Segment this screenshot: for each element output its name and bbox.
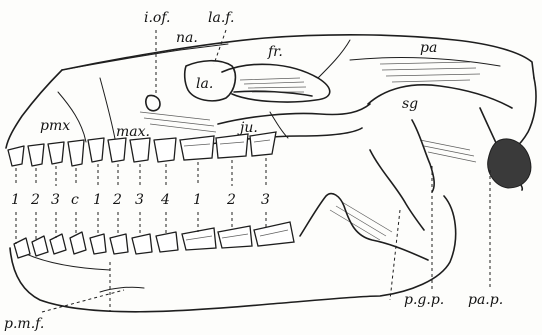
mental-foramen — [100, 287, 144, 292]
upper-incisor-1 — [8, 146, 24, 166]
squamosal — [368, 85, 512, 108]
label-post-glenoid-process: p.g.p. — [404, 292, 444, 308]
tooth-number-incisor-2: 2 — [30, 192, 40, 208]
lower-molar-2 — [218, 226, 252, 248]
dorsal-profile — [62, 35, 534, 78]
snout-front — [6, 70, 62, 148]
tooth-number-premolar-4: 4 — [160, 192, 170, 208]
lower-premolar-4 — [156, 232, 178, 252]
label-premaxilla: pmx — [40, 118, 70, 134]
tooth-number-premolar-3: 3 — [135, 192, 144, 208]
tooth-number-incisor-1: 1 — [11, 192, 20, 208]
upper-molar-1 — [180, 136, 214, 160]
premaxilla-suture-2 — [100, 78, 116, 144]
label-nasal: na. — [176, 30, 198, 46]
coronoid-process — [370, 150, 424, 230]
tooth-number-molar-1: 1 — [193, 192, 202, 208]
lower-incisor-1 — [14, 238, 30, 258]
tooth-number-premolar-1: 1 — [93, 192, 102, 208]
label-posterior-mental-foramen: p.m.f. — [4, 316, 44, 332]
lower-premolar-3 — [132, 234, 152, 254]
tooth-number-premolar-2: 2 — [112, 192, 122, 208]
label-jugal: ju. — [237, 120, 258, 136]
infraorbital-foramen — [146, 95, 160, 110]
upper-canine — [68, 140, 84, 166]
label-infraorbital-foramen: i.of. — [144, 10, 171, 26]
parietal-crest — [350, 58, 500, 66]
guide-lines — [16, 30, 490, 312]
upper-premolar-2 — [108, 138, 126, 162]
upper-premolar-1 — [88, 138, 104, 162]
label-lacrimal: la. — [196, 76, 213, 92]
upper-incisor-3 — [48, 142, 64, 164]
frontal-suture — [318, 40, 350, 78]
premaxilla-suture — [58, 92, 86, 142]
upper-molar-2 — [216, 134, 248, 158]
lower-premolar-2 — [110, 234, 128, 254]
upper-incisor-2 — [28, 144, 44, 166]
post-glenoid-process — [412, 120, 434, 192]
occipital-condyle — [488, 139, 531, 188]
tooth-number-canine: c — [71, 192, 79, 208]
upper-premolar-4 — [154, 138, 176, 162]
label-paroccipital-process: pa.p. — [468, 292, 503, 308]
lower-premolar-1 — [90, 234, 106, 254]
tooth-number-incisor-3: 3 — [51, 192, 60, 208]
lower-molar-1 — [182, 228, 216, 250]
tooth-numbers: 1 2 3 c 1 2 3 4 1 2 3 — [11, 192, 270, 208]
mandible-ramus — [300, 194, 428, 260]
label-lacrimal-foramen: la.f. — [208, 10, 234, 26]
lower-incisor-2 — [32, 236, 48, 256]
tooth-number-molar-2: 2 — [226, 192, 236, 208]
label-parietal: pa — [420, 40, 437, 56]
label-frontal: fr. — [267, 44, 283, 60]
upper-premolar-3 — [130, 138, 150, 162]
lower-molar-3 — [254, 222, 294, 246]
lower-canine — [70, 232, 86, 254]
mandible-outline — [10, 196, 456, 312]
tooth-number-molar-3: 3 — [261, 192, 270, 208]
nasal-outline — [62, 44, 228, 70]
label-maxilla: max. — [116, 124, 150, 140]
lower-dentition — [14, 222, 294, 258]
label-squamosal: sg — [402, 96, 418, 112]
lower-incisor-3 — [50, 234, 66, 254]
